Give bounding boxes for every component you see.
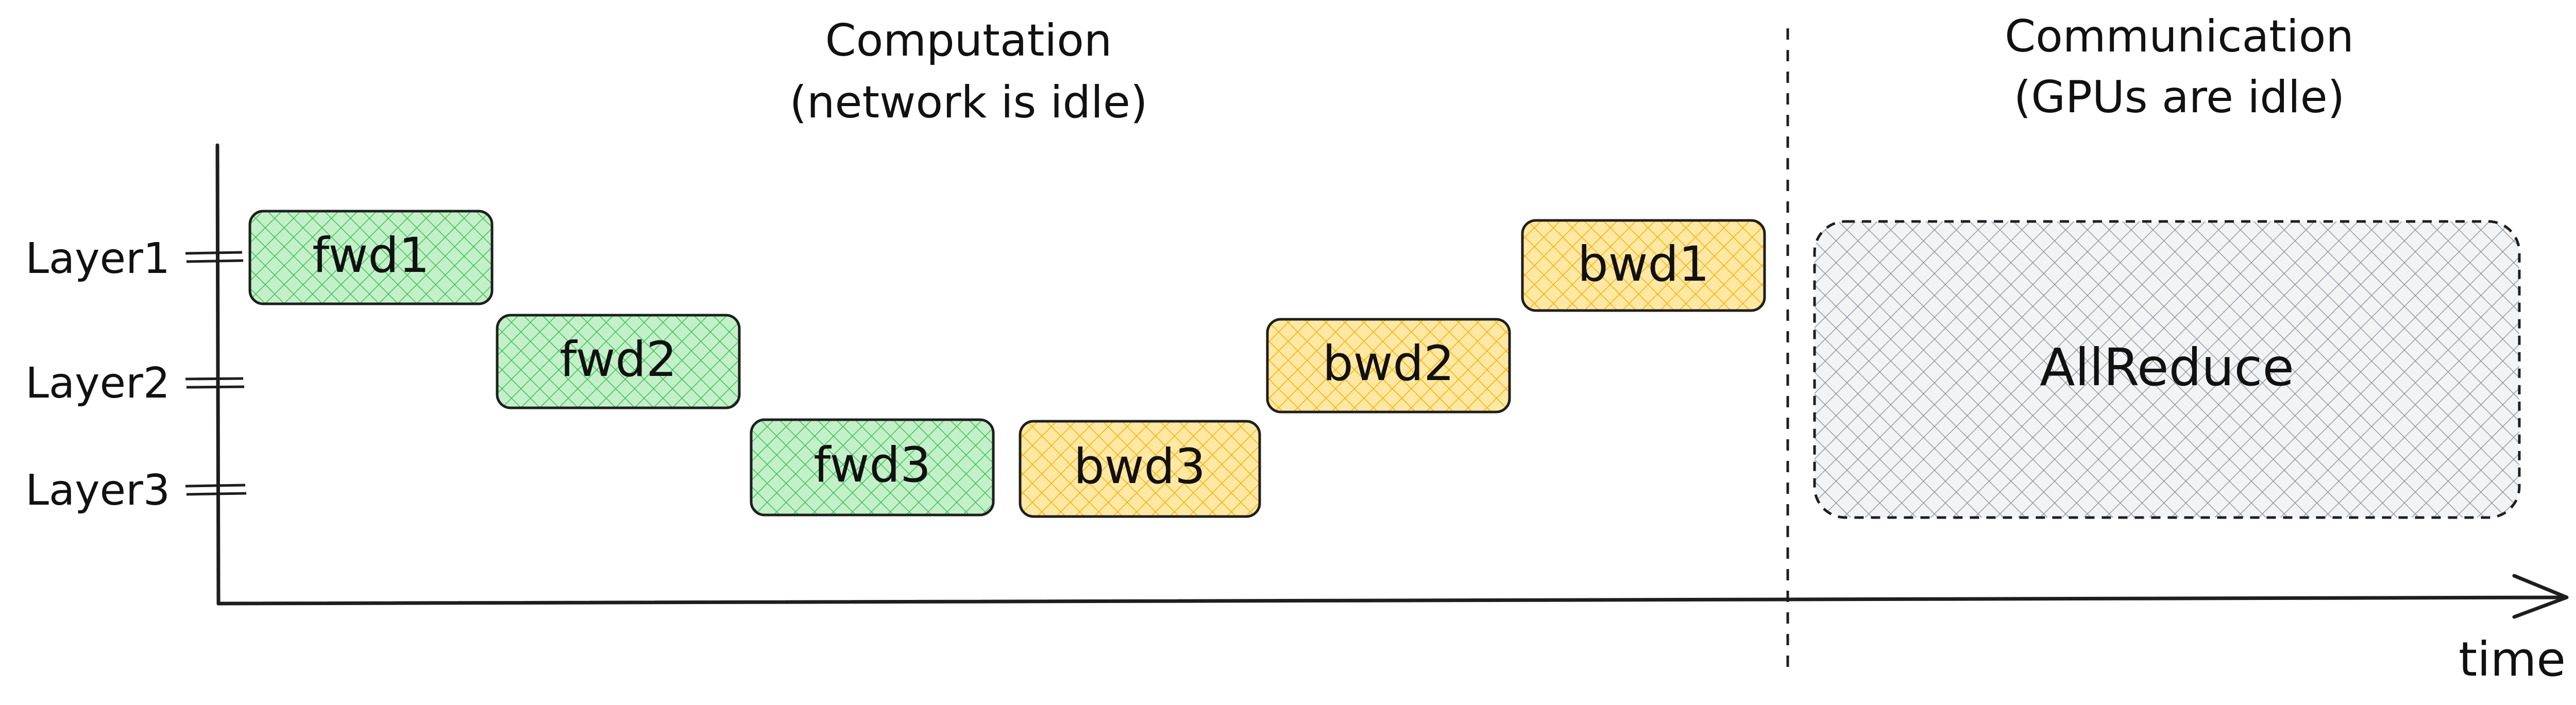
computation-title: Computation <box>825 15 1112 66</box>
block-fwd3-label: fwd3 <box>814 437 931 493</box>
x-axis <box>216 595 2568 606</box>
block-bwd3-label: bwd3 <box>1074 439 1206 495</box>
layer-label-3: Layer3 <box>25 466 170 515</box>
block-allreduce: AllReduce <box>1813 220 2521 519</box>
block-bwd1-label: bwd1 <box>1578 236 1709 293</box>
y-axis <box>215 143 221 606</box>
block-bwd2: bwd2 <box>1266 318 1511 414</box>
block-fwd1: fwd1 <box>248 210 494 305</box>
layer-tick-2 <box>185 377 245 389</box>
layer-label-2: Layer2 <box>25 359 170 408</box>
communication-title: Communication <box>2005 11 2354 62</box>
x-axis-label: time <box>2459 632 2566 687</box>
block-bwd2-label: bwd2 <box>1323 336 1454 392</box>
layer-tick-1 <box>185 251 244 263</box>
layer-tick-3 <box>185 484 247 496</box>
block-bwd1: bwd1 <box>1521 219 1766 312</box>
block-fwd2: fwd2 <box>496 314 741 409</box>
block-fwd2-label: fwd2 <box>560 332 677 388</box>
block-allreduce-label: AllReduce <box>2040 337 2294 398</box>
layer-label-1: Layer1 <box>25 234 170 283</box>
block-bwd3: bwd3 <box>1019 420 1261 518</box>
block-fwd1-label: fwd1 <box>312 228 430 284</box>
x-axis-arrowhead <box>2512 574 2569 619</box>
computation-subtitle: (network is idle) <box>789 77 1147 128</box>
communication-subtitle: (GPUs are idle) <box>2014 72 2345 123</box>
block-fwd3: fwd3 <box>750 418 995 517</box>
